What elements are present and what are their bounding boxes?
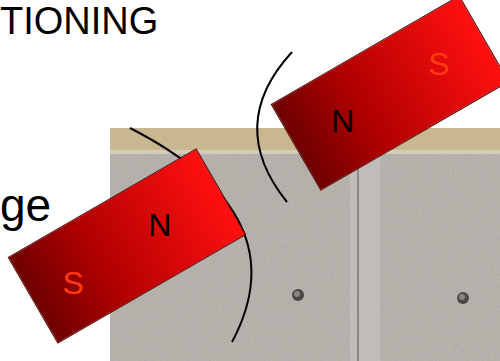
screw-hole-center (294, 291, 300, 297)
pole-letter: N (331, 105, 354, 137)
seam (350, 150, 380, 361)
slide-title: TIONING (0, 2, 158, 40)
pole-letter: N (148, 209, 171, 241)
screw-hole-center (459, 294, 465, 300)
seam-line (357, 150, 359, 361)
screw-hole (457, 292, 469, 304)
pole-letter: S (428, 48, 449, 80)
body-text: ge (0, 182, 51, 228)
screw-hole (292, 289, 304, 301)
pole-letter: S (63, 267, 84, 299)
